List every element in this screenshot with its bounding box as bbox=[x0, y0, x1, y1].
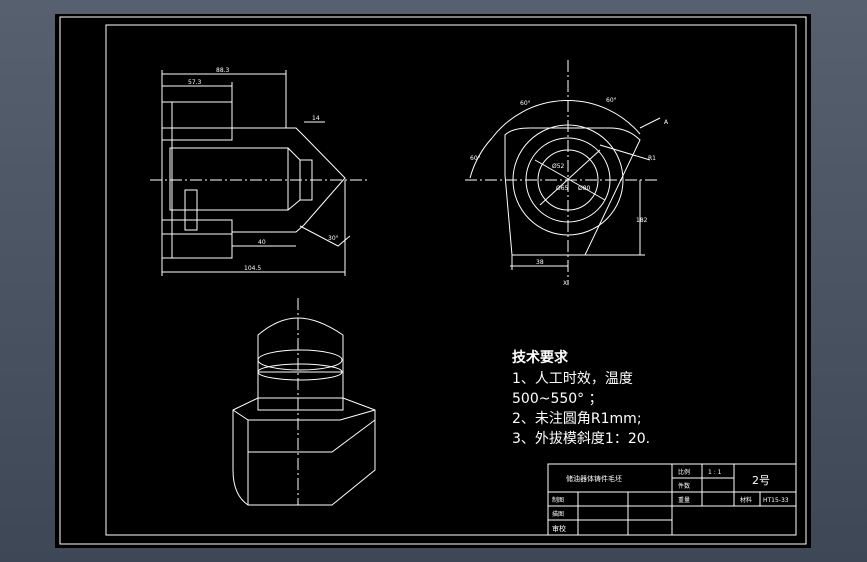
review-label: 审校 bbox=[552, 524, 566, 533]
dim-chamfer: 14 bbox=[312, 115, 320, 122]
tech-line-2: 500~550° ； bbox=[512, 391, 603, 407]
diameter-mid: Ø65 bbox=[556, 185, 569, 192]
drawn-label: 制图 bbox=[552, 496, 564, 504]
circle-outer bbox=[512, 124, 624, 236]
angle-top-right: 60° bbox=[606, 97, 617, 104]
tech-line-3: 2、未注圆角R1mm; bbox=[512, 411, 642, 427]
diameter-small: Ø52 bbox=[552, 163, 565, 170]
circle-mid bbox=[525, 137, 611, 223]
bore bbox=[169, 147, 289, 211]
cross-hole bbox=[184, 189, 198, 231]
core-left bbox=[161, 101, 173, 259]
angle-top-left: 60° bbox=[520, 100, 531, 107]
section-view: 88.3 57.3 14 40 104.5 30° bbox=[150, 67, 370, 276]
dim-overall-top: 88.3 bbox=[216, 67, 230, 74]
dim-taper-angle: 30° bbox=[328, 235, 339, 242]
isometric-view bbox=[232, 298, 376, 506]
weight-label: 重量 bbox=[678, 496, 690, 504]
sheet-number: 2号 bbox=[752, 474, 770, 487]
inner-border bbox=[105, 24, 797, 536]
scale-label: 比例 bbox=[678, 468, 690, 476]
outer-border bbox=[59, 16, 807, 545]
height-label: 182 bbox=[636, 217, 648, 224]
part-section bbox=[161, 101, 346, 259]
cone-top bbox=[257, 317, 344, 373]
axis-a-label: A bbox=[664, 119, 669, 126]
part-name: 储油器体铸件毛坯 bbox=[566, 474, 622, 483]
width-label: 38 bbox=[536, 259, 544, 266]
outer-arc bbox=[491, 100, 641, 139]
tech-line-4: 3、外拔模斜度1：20. bbox=[512, 431, 650, 447]
drawing-sheet bbox=[55, 14, 811, 548]
angle-left: 60° bbox=[470, 155, 481, 162]
diameter-outer: Ø80 bbox=[578, 185, 591, 192]
title-block: 储油器体铸件毛坯 比例 1 : 1 件数 2号 重量 材料 HT15-33 制图… bbox=[547, 463, 797, 536]
count-label: 件数 bbox=[678, 482, 690, 490]
radius-label: R1 bbox=[648, 155, 656, 162]
dim-inner-top: 57.3 bbox=[188, 79, 202, 86]
tech-heading: 技术要求 bbox=[512, 349, 569, 366]
material-label: 材料 bbox=[740, 496, 752, 504]
base-flange bbox=[232, 397, 376, 506]
dim-overall-bottom: 104.5 bbox=[244, 265, 261, 272]
dim-bottom-inner: 40 bbox=[258, 239, 266, 246]
tech-requirements: 技术要求 1、人工时效，温度 500~550° ； 2、未注圆角R1mm; 3、… bbox=[512, 349, 650, 447]
axis-x-label: X bbox=[563, 280, 567, 287]
flange-outline bbox=[504, 127, 641, 256]
tech-line-1: 1、人工时效，温度 bbox=[512, 371, 633, 387]
material-value: HT15-33 bbox=[763, 497, 789, 504]
end-view: 60° 60° 60° R1 38 182 Ø52 Ø65 Ø80 X A bbox=[465, 60, 669, 287]
scale-value: 1 : 1 bbox=[708, 469, 722, 476]
draft-label: 描图 bbox=[552, 510, 564, 518]
circle-inner bbox=[537, 149, 599, 211]
